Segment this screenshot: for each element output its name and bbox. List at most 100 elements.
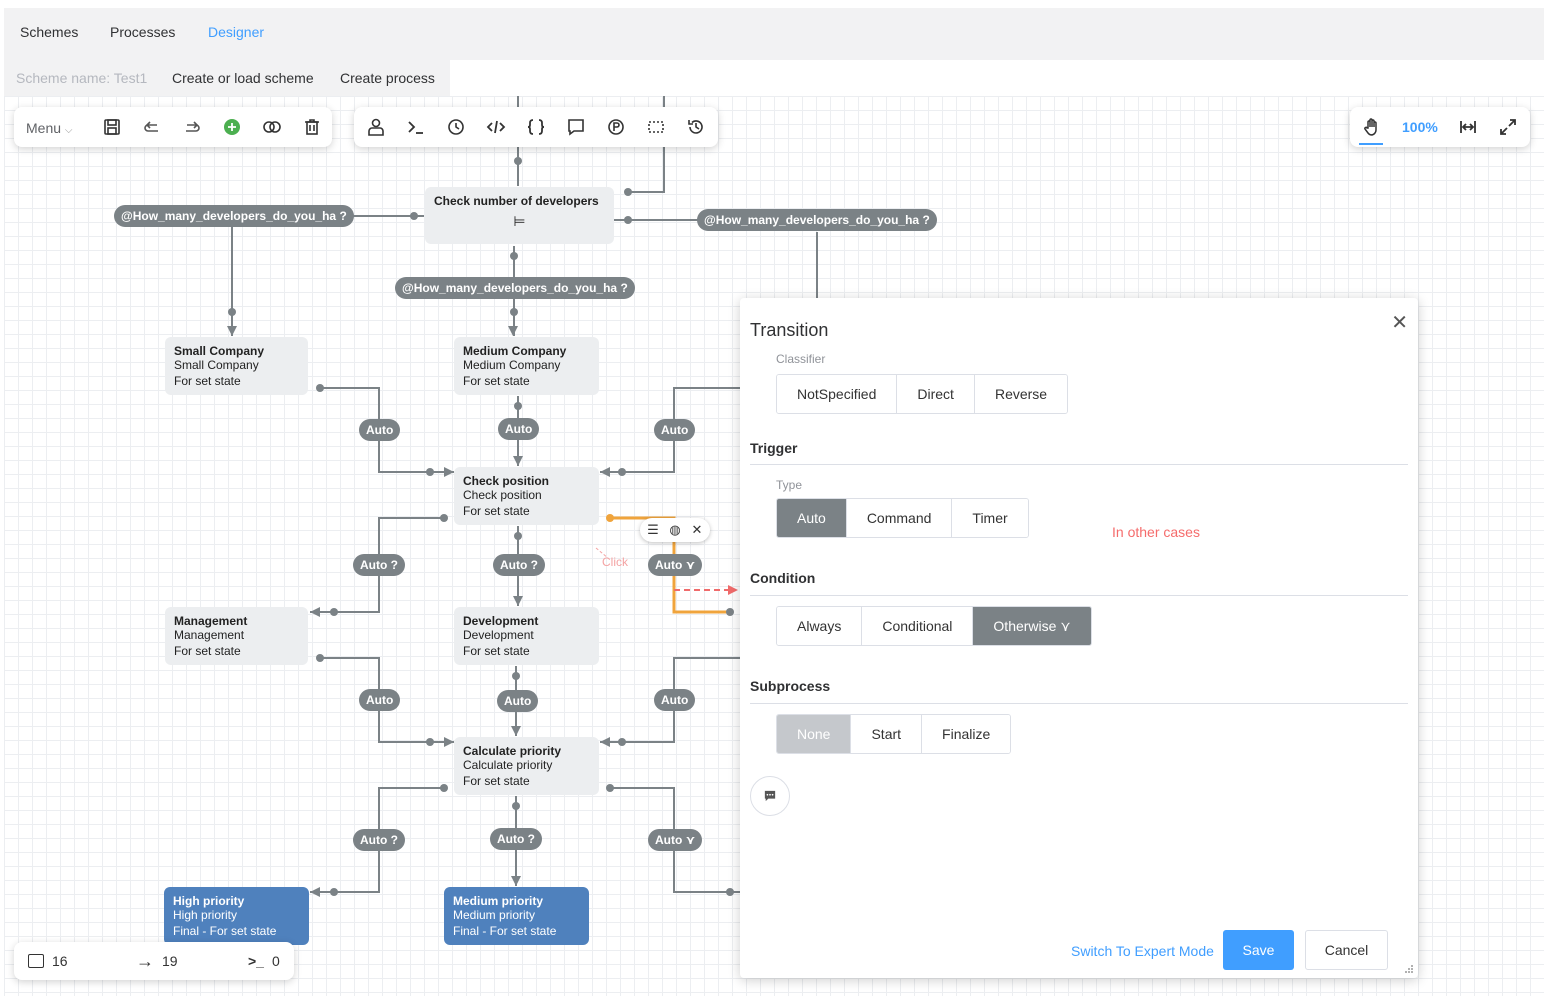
transition-auto-label[interactable]: Auto xyxy=(359,689,401,711)
transition-condition-label[interactable]: @How_many_developers_do_you_ha ? xyxy=(697,209,937,231)
main-toolbar: Menu ⌵ xyxy=(14,107,332,147)
tab-designer[interactable]: Designer xyxy=(208,24,265,40)
transition-auto-label[interactable]: Auto xyxy=(498,418,540,440)
activity-check-position[interactable]: Check position Check position For set st… xyxy=(454,467,599,525)
transition-auto-otherwise-label[interactable]: Auto ⋎ xyxy=(648,829,703,851)
divider xyxy=(750,595,1408,596)
condition-otherwise[interactable]: Otherwise ⋎ xyxy=(973,607,1091,645)
localization-icon[interactable] xyxy=(564,115,588,139)
subprocess-finalize[interactable]: Finalize xyxy=(922,715,1011,753)
settings-sliders-icon[interactable]: ☰ xyxy=(647,522,659,537)
classifier-direct[interactable]: Direct xyxy=(897,375,975,413)
activity-state: Calculate priority xyxy=(463,758,553,772)
parameters-icon[interactable] xyxy=(524,115,548,139)
cancel-button[interactable]: Cancel xyxy=(1305,930,1388,970)
zoom-level[interactable]: 100% xyxy=(1402,119,1438,135)
activities-count: 16 xyxy=(28,953,68,969)
activity-high-priority[interactable]: High priority High priority Final - For … xyxy=(164,887,309,945)
transition-auto-conditional-label[interactable]: Auto ? xyxy=(353,554,405,576)
transition-auto-label[interactable]: Auto xyxy=(654,689,696,711)
activity-calculate-priority[interactable]: Calculate priority Calculate priority Fo… xyxy=(454,737,599,795)
create-load-scheme-link[interactable]: Create or load scheme xyxy=(172,70,314,86)
commands-icon[interactable] xyxy=(404,115,428,139)
divider xyxy=(750,464,1408,465)
transition-auto-conditional-label[interactable]: Auto ? xyxy=(490,828,542,850)
timers-icon[interactable] xyxy=(444,115,468,139)
create-process-link[interactable]: Create process xyxy=(340,70,435,86)
toggle-icon[interactable] xyxy=(260,115,284,139)
condition-icon: ⊨ xyxy=(513,213,526,229)
menu-dropdown[interactable]: Menu ⌵ xyxy=(26,120,73,136)
classifier-label: Classifier xyxy=(776,352,826,366)
trigger-timer[interactable]: Timer xyxy=(952,499,1028,537)
classifier-reverse[interactable]: Reverse xyxy=(974,375,1068,413)
trigger-auto[interactable]: Auto xyxy=(777,499,847,537)
trigger-type-group: Auto Command Timer xyxy=(776,498,1029,538)
terminal-icon: >_ xyxy=(248,953,264,969)
transition-condition-label[interactable]: @How_many_developers_do_you_ha ? xyxy=(395,277,635,299)
select-area-icon[interactable] xyxy=(644,115,668,139)
transition-auto-label[interactable]: Auto xyxy=(497,690,539,712)
activity-development[interactable]: Development Development For set state xyxy=(454,607,599,665)
trigger-command[interactable]: Command xyxy=(846,499,953,537)
history-icon[interactable] xyxy=(684,115,708,139)
transition-auto-conditional-label[interactable]: Auto ? xyxy=(353,829,405,851)
transition-auto-label[interactable]: Auto xyxy=(654,419,696,441)
classifier-group: NotSpecified Direct Reverse xyxy=(776,374,1069,414)
subprocess-title: Subprocess xyxy=(750,678,831,694)
tab-processes[interactable]: Processes xyxy=(110,24,176,40)
scheme-name: Scheme name: Test1 xyxy=(16,70,148,86)
activity-icon xyxy=(28,954,44,968)
comment-button[interactable] xyxy=(750,776,790,816)
delete-icon[interactable] xyxy=(300,115,324,139)
transition-mini-toolbar: ☰ ◍ ✕ xyxy=(640,518,710,542)
activity-state: Medium Company xyxy=(463,358,561,372)
activity-small-company[interactable]: Small Company Small Company For set stat… xyxy=(165,337,308,395)
condition-title: Condition xyxy=(750,570,816,586)
save-button[interactable]: Save xyxy=(1223,930,1294,970)
activity-management[interactable]: Management Management For set state xyxy=(165,607,308,665)
condition-conditional[interactable]: Conditional xyxy=(862,607,974,645)
fit-width-icon[interactable] xyxy=(1456,115,1480,139)
subprocess-none[interactable]: None xyxy=(777,715,852,753)
type-label: Type xyxy=(776,478,803,492)
transition-condition-label[interactable]: @How_many_developers_do_you_ha ? xyxy=(114,205,354,227)
transitions-count-value: 19 xyxy=(162,953,178,969)
redo-icon[interactable] xyxy=(180,115,204,139)
status-bar: 16 → 19 >_ 0 xyxy=(14,942,294,980)
condition-always[interactable]: Always xyxy=(777,607,863,645)
close-icon[interactable]: ✕ xyxy=(691,522,703,537)
activity-name: Check number of developers xyxy=(434,194,599,208)
palette-icon[interactable]: ◍ xyxy=(669,522,681,537)
transition-auto-otherwise-label[interactable]: Auto ⋎ xyxy=(648,554,703,576)
comment-icon xyxy=(764,790,776,802)
resize-handle-icon[interactable] xyxy=(1404,964,1414,974)
code-actions-icon[interactable] xyxy=(484,115,508,139)
classifier-notspecified[interactable]: NotSpecified xyxy=(777,375,898,413)
close-icon[interactable]: ✕ xyxy=(1391,312,1408,334)
pan-hand-icon[interactable] xyxy=(1360,115,1384,139)
fullscreen-icon[interactable] xyxy=(1496,115,1520,139)
menu-label: Menu xyxy=(26,120,62,136)
save-icon[interactable] xyxy=(100,115,124,139)
activity-state: Check position xyxy=(463,488,542,502)
activity-name: Management xyxy=(174,614,248,628)
tab-schemes[interactable]: Schemes xyxy=(20,24,79,40)
undo-icon[interactable] xyxy=(140,115,164,139)
activity-set-state: Final - For set state xyxy=(173,924,277,938)
switch-expert-mode-link[interactable]: Switch To Expert Mode xyxy=(1071,943,1214,959)
activity-medium-company[interactable]: Medium Company Medium Company For set st… xyxy=(454,337,599,395)
active-indicator xyxy=(1359,143,1383,145)
activity-medium-priority[interactable]: Medium priority Medium priority Final - … xyxy=(444,887,589,945)
subprocess-start[interactable]: Start xyxy=(851,715,923,753)
commands-count: >_ 0 xyxy=(248,953,280,969)
activity-name: Development xyxy=(463,614,539,628)
transition-auto-conditional-label[interactable]: Auto ? xyxy=(493,554,545,576)
actors-icon[interactable] xyxy=(364,115,388,139)
transition-auto-label[interactable]: Auto xyxy=(359,419,401,441)
activity-check-number-of-developers[interactable]: Check number of developers ⊨ xyxy=(425,187,614,244)
annotation-in-other-cases: In other cases xyxy=(1112,524,1200,540)
process-parameters-icon[interactable] xyxy=(604,115,628,139)
chevron-down-icon: ⌵ xyxy=(64,125,73,136)
add-activity-icon[interactable] xyxy=(220,115,244,139)
